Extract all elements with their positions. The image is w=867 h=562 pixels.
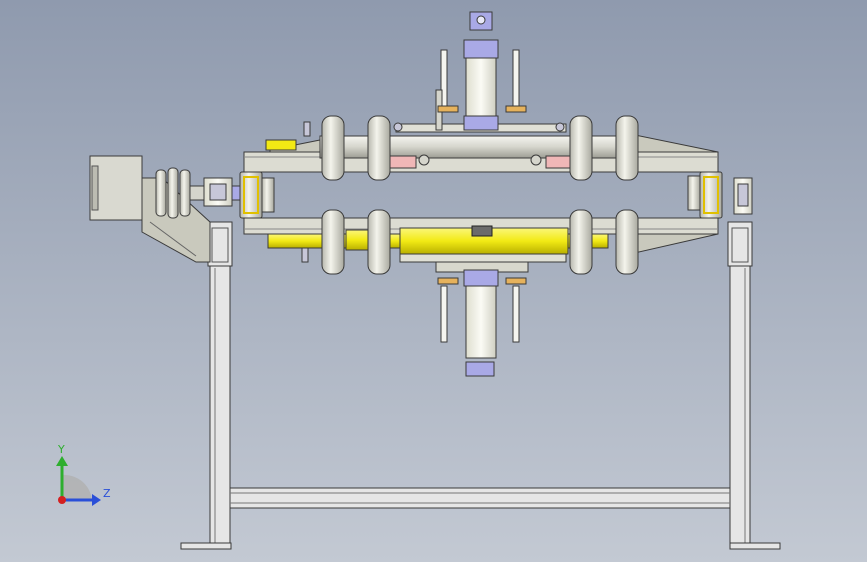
left-pivot-hub [239, 171, 275, 219]
right-leg [729, 221, 751, 548]
base-frame [180, 221, 781, 550]
upper-wheel-2 [367, 115, 391, 181]
lower-wheel-4 [615, 209, 639, 275]
upper-wheel-3 [569, 115, 593, 181]
upper-wheel-1 [321, 115, 345, 181]
lower-cylinder-barrel [465, 283, 497, 359]
motor-assembly [89, 155, 243, 263]
lower-cylinder [437, 269, 527, 377]
lower-arm-assembly [243, 209, 719, 275]
bottom-beam [229, 487, 731, 509]
upper-cylinder-barrel [465, 57, 497, 121]
lower-wheel-3 [569, 209, 593, 275]
left-foot-plate [180, 542, 232, 550]
right-pivot-hub [687, 171, 753, 219]
lower-wheel-1 [321, 209, 345, 275]
upper-wheel-4 [615, 115, 639, 181]
upper-pink-block-left [387, 155, 417, 169]
upper-pink-block-right [545, 155, 573, 169]
upper-cylinder [435, 11, 527, 131]
coordinate-triad: Y Z [56, 443, 111, 506]
triad-z-label: Z [103, 487, 111, 500]
triad-x-axis [58, 496, 66, 504]
right-foot-plate [729, 542, 781, 550]
lower-wheel-2 [367, 209, 391, 275]
left-leg [209, 221, 231, 548]
motor-body [89, 155, 143, 221]
triad-y-label: Y [57, 443, 65, 456]
